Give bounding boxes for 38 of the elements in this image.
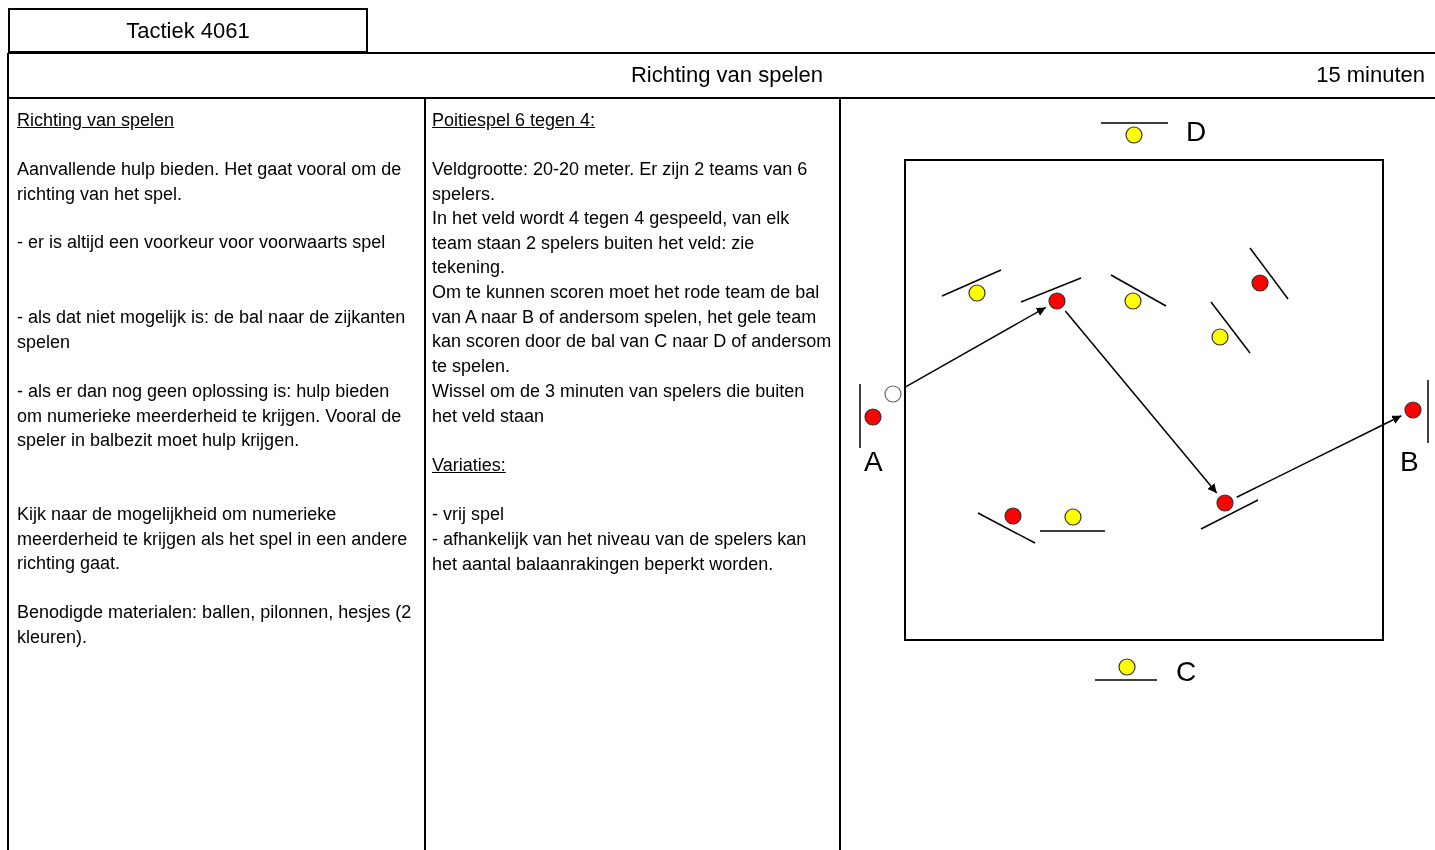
pass-arrow bbox=[1235, 415, 1403, 498]
player-marker bbox=[1211, 328, 1229, 346]
player-marker bbox=[1064, 508, 1082, 526]
player-marker bbox=[1048, 292, 1066, 310]
paragraph-text: In het veld wordt 4 tegen 4 gespeeld, van elk team staan 2 spelers buiten het veld: zie tekening. bbox=[432, 207, 791, 279]
paragraph-text: Wissel om de 3 minuten van spelers die buiten het veld staan bbox=[432, 380, 806, 428]
player-marker bbox=[1124, 292, 1142, 310]
pass-arrow bbox=[903, 306, 1047, 389]
column-heading: Richting van spelen bbox=[17, 109, 176, 132]
paragraph-text: Aanvallende hulp bieden. Het gaat vooral om de richting van het spel. bbox=[17, 158, 403, 206]
section-heading: Richting van spelen bbox=[630, 62, 824, 88]
paragraph-text: Veldgrootte: 20-20 meter. Er zijn 2 teams van 6 spelers. bbox=[432, 158, 809, 206]
player-marker bbox=[1125, 126, 1143, 144]
paragraph-text: - afhankelijk van het niveau van de spelers kan het aantal balaanrakingen beperkt worden. bbox=[432, 528, 808, 576]
goal-letter: D bbox=[1186, 116, 1207, 148]
player-marker bbox=[968, 284, 986, 302]
duration-text: 15 minuten bbox=[1315, 62, 1425, 88]
player-marker bbox=[1404, 401, 1422, 419]
paragraph-text: - vrij spel bbox=[432, 503, 505, 526]
goal-letter: B bbox=[1400, 446, 1419, 478]
pass-arrow bbox=[1064, 310, 1218, 494]
player-marker bbox=[1004, 507, 1022, 525]
paragraph-text: Benodigde materialen: ballen, pilonnen, hesjes (2 kleuren). bbox=[17, 601, 413, 649]
paragraph-text: Om te kunnen scoren moet het rode team de bal van A naar B of andersom spelen, het gele team kan scoren door de bal van C naar D of andersom te spelen. bbox=[432, 281, 832, 378]
ball-marker bbox=[884, 385, 902, 403]
player-marker bbox=[1251, 274, 1269, 292]
paragraph-text: - als dat niet mogelijk is: de bal naar de zijkanten spelen bbox=[17, 306, 407, 354]
player-marker bbox=[1216, 494, 1234, 512]
player-marker bbox=[1118, 658, 1136, 676]
player-marker bbox=[864, 408, 882, 426]
paragraph-text: - er is altijd een voorkeur voor voorwaarts spel bbox=[17, 231, 387, 254]
title-text: Tactiek 4061 bbox=[8, 8, 368, 53]
goal-letter: A bbox=[864, 446, 883, 478]
column-heading: Poitiespel 6 tegen 4: bbox=[432, 109, 597, 132]
paragraph-text: Kijk naar de mogelijkheid om numerieke meerderheid te krijgen als het spel in een andere richting gaat. bbox=[17, 503, 409, 575]
goal-letter: C bbox=[1176, 656, 1197, 688]
paragraph-text: - als er dan nog geen oplossing is: hulp bieden om numerieke meerderheid te krijgen. Vooral de speler in balbezit moet hulp krijgen. bbox=[17, 380, 403, 452]
column-heading: Variaties: bbox=[432, 454, 507, 477]
